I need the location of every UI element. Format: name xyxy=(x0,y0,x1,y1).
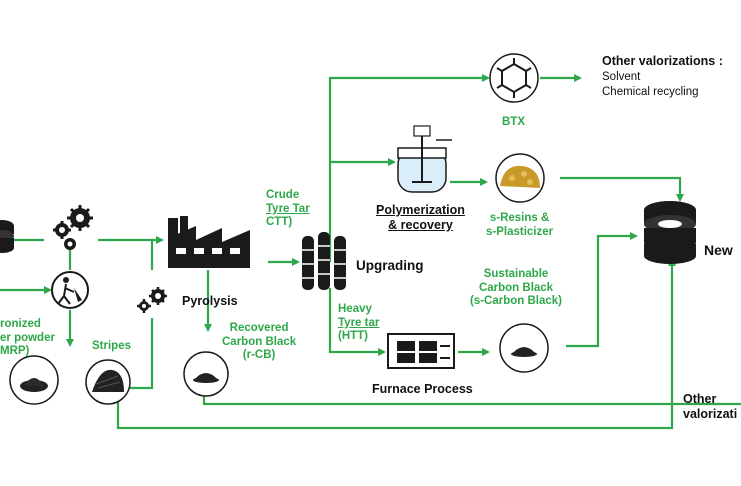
recovered-carbon-black-label: Recovered Carbon Black (r-CB) xyxy=(222,322,296,363)
flow-rcb-to-other xyxy=(202,396,741,406)
carbon-black-icon xyxy=(183,351,229,397)
micronized-label: ronized er powder MRP) xyxy=(0,318,55,359)
micronized-label-line: er powder xyxy=(0,331,55,344)
heavy-tyre-tar-label: Heavy Tyre tar (HTT) xyxy=(338,303,379,344)
stripes-pile-icon xyxy=(85,359,131,405)
recovered-label-line: Recovered xyxy=(229,322,289,334)
recovered-label-line: Carbon Black xyxy=(222,335,297,348)
flow-main-riser xyxy=(328,74,490,262)
flow-scb-to-new xyxy=(566,232,638,348)
btx-label: BTX xyxy=(502,116,525,128)
gears-icon xyxy=(53,205,93,250)
furnace-process-label: Furnace Process xyxy=(372,382,473,396)
scb-label-line: Carbon Black xyxy=(478,281,554,294)
heavy-label-line: Tyre tar xyxy=(338,316,380,329)
crude-label-line: CTT) xyxy=(266,216,293,229)
column-icon xyxy=(302,232,346,290)
pyrolysis-label: Pyrolysis xyxy=(182,294,238,308)
flow-stripes-up xyxy=(130,318,154,390)
scb-label-line: Sustainable xyxy=(483,268,549,280)
heavy-label-line: Heavy xyxy=(338,303,372,315)
crude-tyre-tar-label: Crude Tyre Tar CTT) xyxy=(266,189,310,230)
polymerization-label-line: Polymerization xyxy=(376,203,465,217)
upgrading-label: Upgrading xyxy=(356,258,424,273)
flow-resin-to-new xyxy=(560,176,684,202)
tyre-stack-icon xyxy=(0,220,14,253)
recycling-person-icon xyxy=(51,271,89,309)
crude-label-line: Tyre Tar xyxy=(266,202,310,215)
sustainable-carbon-black-label: Sustainable Carbon Black (s-Carbon Black… xyxy=(470,268,562,309)
recovered-label-line: (r-CB) xyxy=(242,349,276,362)
polymerization-label: Polymerization & recovery xyxy=(376,203,465,233)
new-tyre-label: New xyxy=(704,242,733,258)
powder-pile-icon xyxy=(9,355,59,405)
flow-to-htt xyxy=(328,288,386,356)
other-bottom-label-line: Other xyxy=(683,392,717,406)
micronized-label-line: MRP) xyxy=(0,345,30,358)
resins-label-line: s-Resins & xyxy=(489,212,550,224)
benzene-icon xyxy=(489,53,539,103)
tyre-stack-icon xyxy=(644,201,696,264)
scb-label-line: (s-Carbon Black) xyxy=(470,295,563,308)
polymerization-label-line: & recovery xyxy=(388,217,453,232)
other-bottom-label-line: valorizati xyxy=(683,406,738,421)
gears-icon xyxy=(137,287,167,313)
resins-label: s-Resins & s-Plasticizer xyxy=(486,212,553,239)
flow-lines xyxy=(0,74,741,430)
reactor-icon xyxy=(397,125,452,193)
other-valorizations-item: Solvent xyxy=(602,71,641,83)
micronized-label-line: ronized xyxy=(0,318,41,330)
other-valorizations-bottom-label: Other valorizati xyxy=(683,392,737,422)
other-valorizations-title: Other valorizations : xyxy=(602,54,723,68)
resins-label-line: s-Plasticizer xyxy=(486,225,554,238)
furnace-icon xyxy=(387,333,455,369)
flow-stripes-to-bottom xyxy=(116,258,676,430)
other-valorizations-item: Chemical recycling xyxy=(602,86,699,98)
carbon-black-icon xyxy=(499,323,549,373)
stripes-label: Stripes xyxy=(92,340,131,352)
heavy-label-line: (HTT) xyxy=(338,330,369,343)
factory-icon xyxy=(168,216,250,268)
crude-label-line: Crude xyxy=(266,189,300,201)
resin-icon xyxy=(495,153,545,203)
